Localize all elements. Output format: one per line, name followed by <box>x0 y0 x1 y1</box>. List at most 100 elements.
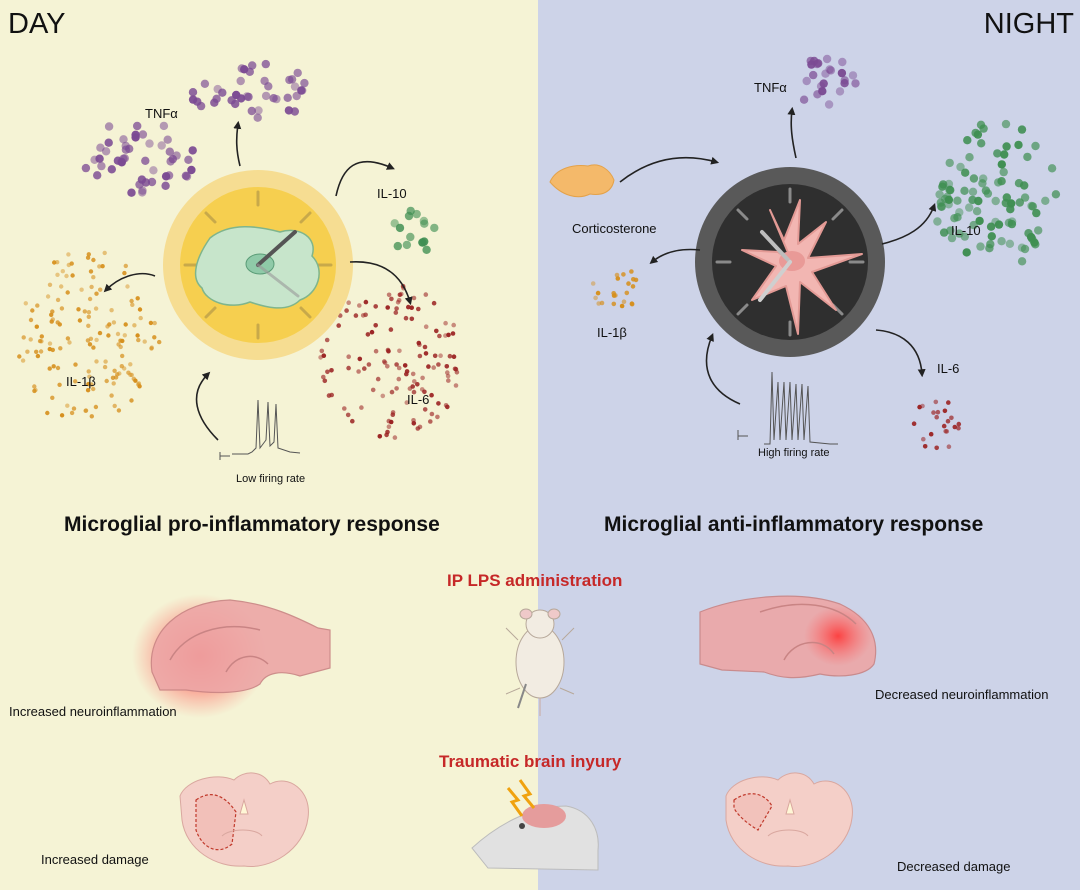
cytokine-dot <box>119 135 128 144</box>
cytokine-dot <box>819 79 828 88</box>
cytokine-dot <box>928 431 934 437</box>
night-background <box>538 0 1080 890</box>
cytokine-dot <box>394 386 399 391</box>
night-il1b-cluster <box>590 269 639 309</box>
cytokine-dot <box>933 399 939 405</box>
cytokine-dot <box>386 424 392 430</box>
cytokine-dot <box>111 381 116 386</box>
cytokine-dot <box>369 329 375 335</box>
cytokine-dot <box>1014 140 1023 150</box>
cytokine-dot <box>446 332 451 338</box>
cytokine-dot <box>422 407 428 412</box>
cytokine-dot <box>253 113 262 122</box>
cytokine-dot <box>931 410 936 415</box>
night-il1b-label: IL-1β <box>597 325 627 340</box>
cytokine-dot <box>423 351 429 356</box>
cytokine-dot <box>997 160 1006 169</box>
cytokine-dot <box>292 91 301 101</box>
cytokine-dot <box>987 232 996 241</box>
cytokine-dot <box>148 320 154 326</box>
cytokine-dot <box>451 354 457 360</box>
cytokine-dot <box>133 121 142 131</box>
cytokine-dot <box>319 348 325 354</box>
cytokine-dot <box>921 436 926 442</box>
cytokine-dot <box>450 331 456 336</box>
cytokine-dot <box>946 400 951 405</box>
cytokine-dot <box>187 165 196 175</box>
cytokine-dot <box>138 130 148 139</box>
night-title: NIGHT <box>983 8 1074 40</box>
cytokine-dot <box>137 384 142 389</box>
cytokine-dot <box>50 317 55 322</box>
cytokine-dot <box>20 358 26 363</box>
cytokine-dot <box>70 273 75 278</box>
cytokine-dot <box>73 379 78 384</box>
cytokine-dot <box>416 306 421 312</box>
cytokine-dot <box>621 299 627 305</box>
cytokine-dot <box>1000 150 1009 159</box>
cytokine-dot <box>91 386 96 392</box>
cytokine-dot <box>86 323 91 328</box>
cytokine-dot <box>375 376 381 382</box>
cytokine-dot <box>91 275 96 280</box>
cytokine-dot <box>1017 257 1027 266</box>
cytokine-dot <box>81 163 91 173</box>
cytokine-dot <box>107 322 112 327</box>
cytokine-dot <box>411 418 416 423</box>
cytokine-dot <box>128 372 133 377</box>
cytokine-dot <box>1015 198 1024 207</box>
cytokine-dot <box>59 284 64 289</box>
corticosterone-label: Corticosterone <box>572 221 657 236</box>
day-clock <box>163 170 353 360</box>
cytokine-dot <box>392 435 398 440</box>
cytokine-dot <box>34 324 39 329</box>
cytokine-dot <box>138 188 147 197</box>
cytokine-dot <box>1031 141 1040 151</box>
day-neuroinflammation-label: Increased neuroinflammation <box>9 704 177 719</box>
cytokine-dot <box>418 238 427 247</box>
cytokine-dot <box>824 100 834 109</box>
cytokine-dot <box>159 121 169 131</box>
day-firing-label: Low firing rate <box>236 473 306 485</box>
cytokine-dot <box>164 171 174 180</box>
cytokine-dot <box>595 290 601 296</box>
cytokine-dot <box>939 228 949 237</box>
day-il10-label: IL-10 <box>377 186 407 201</box>
day-il6-cluster <box>318 283 460 440</box>
cytokine-dot <box>83 408 88 413</box>
cytokine-dot <box>955 208 964 217</box>
cytokine-dot <box>971 128 980 138</box>
cytokine-dot <box>626 281 631 286</box>
cytokine-dot <box>422 245 431 254</box>
cytokine-dot <box>373 323 379 328</box>
cytokine-dot <box>435 414 440 420</box>
cytokine-dot <box>129 398 134 403</box>
cytokine-dot <box>942 408 948 414</box>
cytokine-dot <box>77 318 83 323</box>
cytokine-dot <box>983 189 993 198</box>
cytokine-dot <box>89 382 94 387</box>
cytokine-dot <box>121 145 131 154</box>
cytokine-dot <box>57 322 62 327</box>
cytokine-dot <box>436 362 441 367</box>
cytokine-dot <box>1017 125 1027 134</box>
cytokine-dot <box>17 354 22 359</box>
cytokine-dot <box>119 154 128 163</box>
cytokine-dot <box>325 369 330 375</box>
cytokine-dot <box>28 337 33 342</box>
cytokine-dot <box>45 294 51 299</box>
cytokine-dot <box>64 273 69 279</box>
cytokine-dot <box>290 82 300 91</box>
cytokine-dot <box>911 421 917 427</box>
cytokine-dot <box>965 153 974 162</box>
cytokine-dot <box>404 369 410 374</box>
cytokine-dot <box>415 382 420 387</box>
cytokine-dot <box>403 315 409 321</box>
cytokine-dot <box>326 393 332 398</box>
night-response-heading: Microglial anti-inflammatory response <box>604 513 984 536</box>
cytokine-dot <box>59 413 65 418</box>
cytokine-dot <box>1005 239 1015 248</box>
cytokine-dot <box>100 264 105 269</box>
cytokine-dot <box>93 306 99 311</box>
